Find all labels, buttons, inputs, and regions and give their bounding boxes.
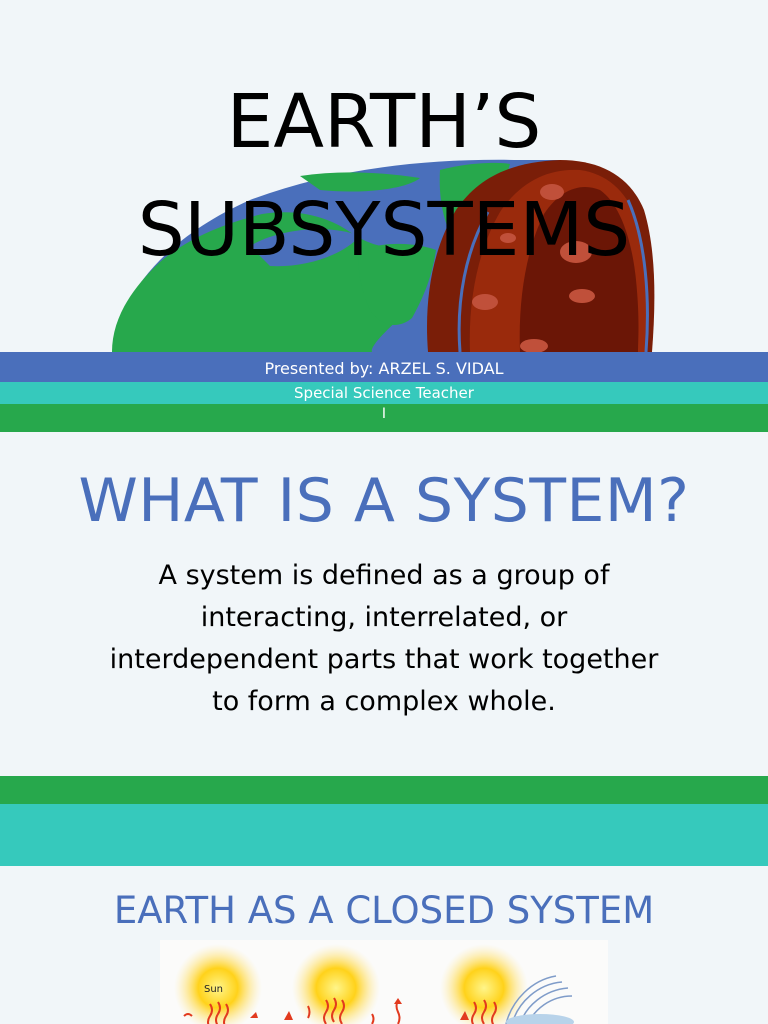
title-line-2: SUBSYSTEMS [137, 187, 631, 273]
sun-icon: Sun [174, 944, 262, 1024]
atmosphere-icon [505, 975, 574, 1024]
title-slide: EARTH’S SUBSYSTEMS Presented by: ARZEL S… [0, 0, 768, 432]
separator-green [0, 776, 768, 804]
presentation-title: EARTH’S SUBSYSTEMS [0, 68, 768, 284]
earth-cross-section-icon [112, 159, 655, 432]
presenter-role: Special Science Teacher [294, 384, 474, 402]
heat-arrows-icon [371, 998, 402, 1024]
title-line-1: EARTH’S [226, 79, 542, 165]
separator-teal [0, 804, 768, 866]
sun-icon [284, 944, 380, 1024]
sun-label: Sun [204, 984, 223, 995]
presenter-grade: I [381, 406, 387, 422]
closed-system-figure: Sun [160, 940, 608, 1024]
grade-band [0, 404, 768, 432]
system-heading: WHAT IS A SYSTEM? [78, 466, 690, 536]
system-definition: A system is defined as a group of intera… [109, 560, 659, 717]
presenter-name: Presented by: ARZEL S. VIDAL [264, 359, 504, 378]
closed-system-heading: EARTH AS A CLOSED SYSTEM [113, 889, 655, 932]
presenter-band [0, 352, 768, 382]
role-band [0, 382, 768, 404]
sun-icon [440, 944, 528, 1024]
